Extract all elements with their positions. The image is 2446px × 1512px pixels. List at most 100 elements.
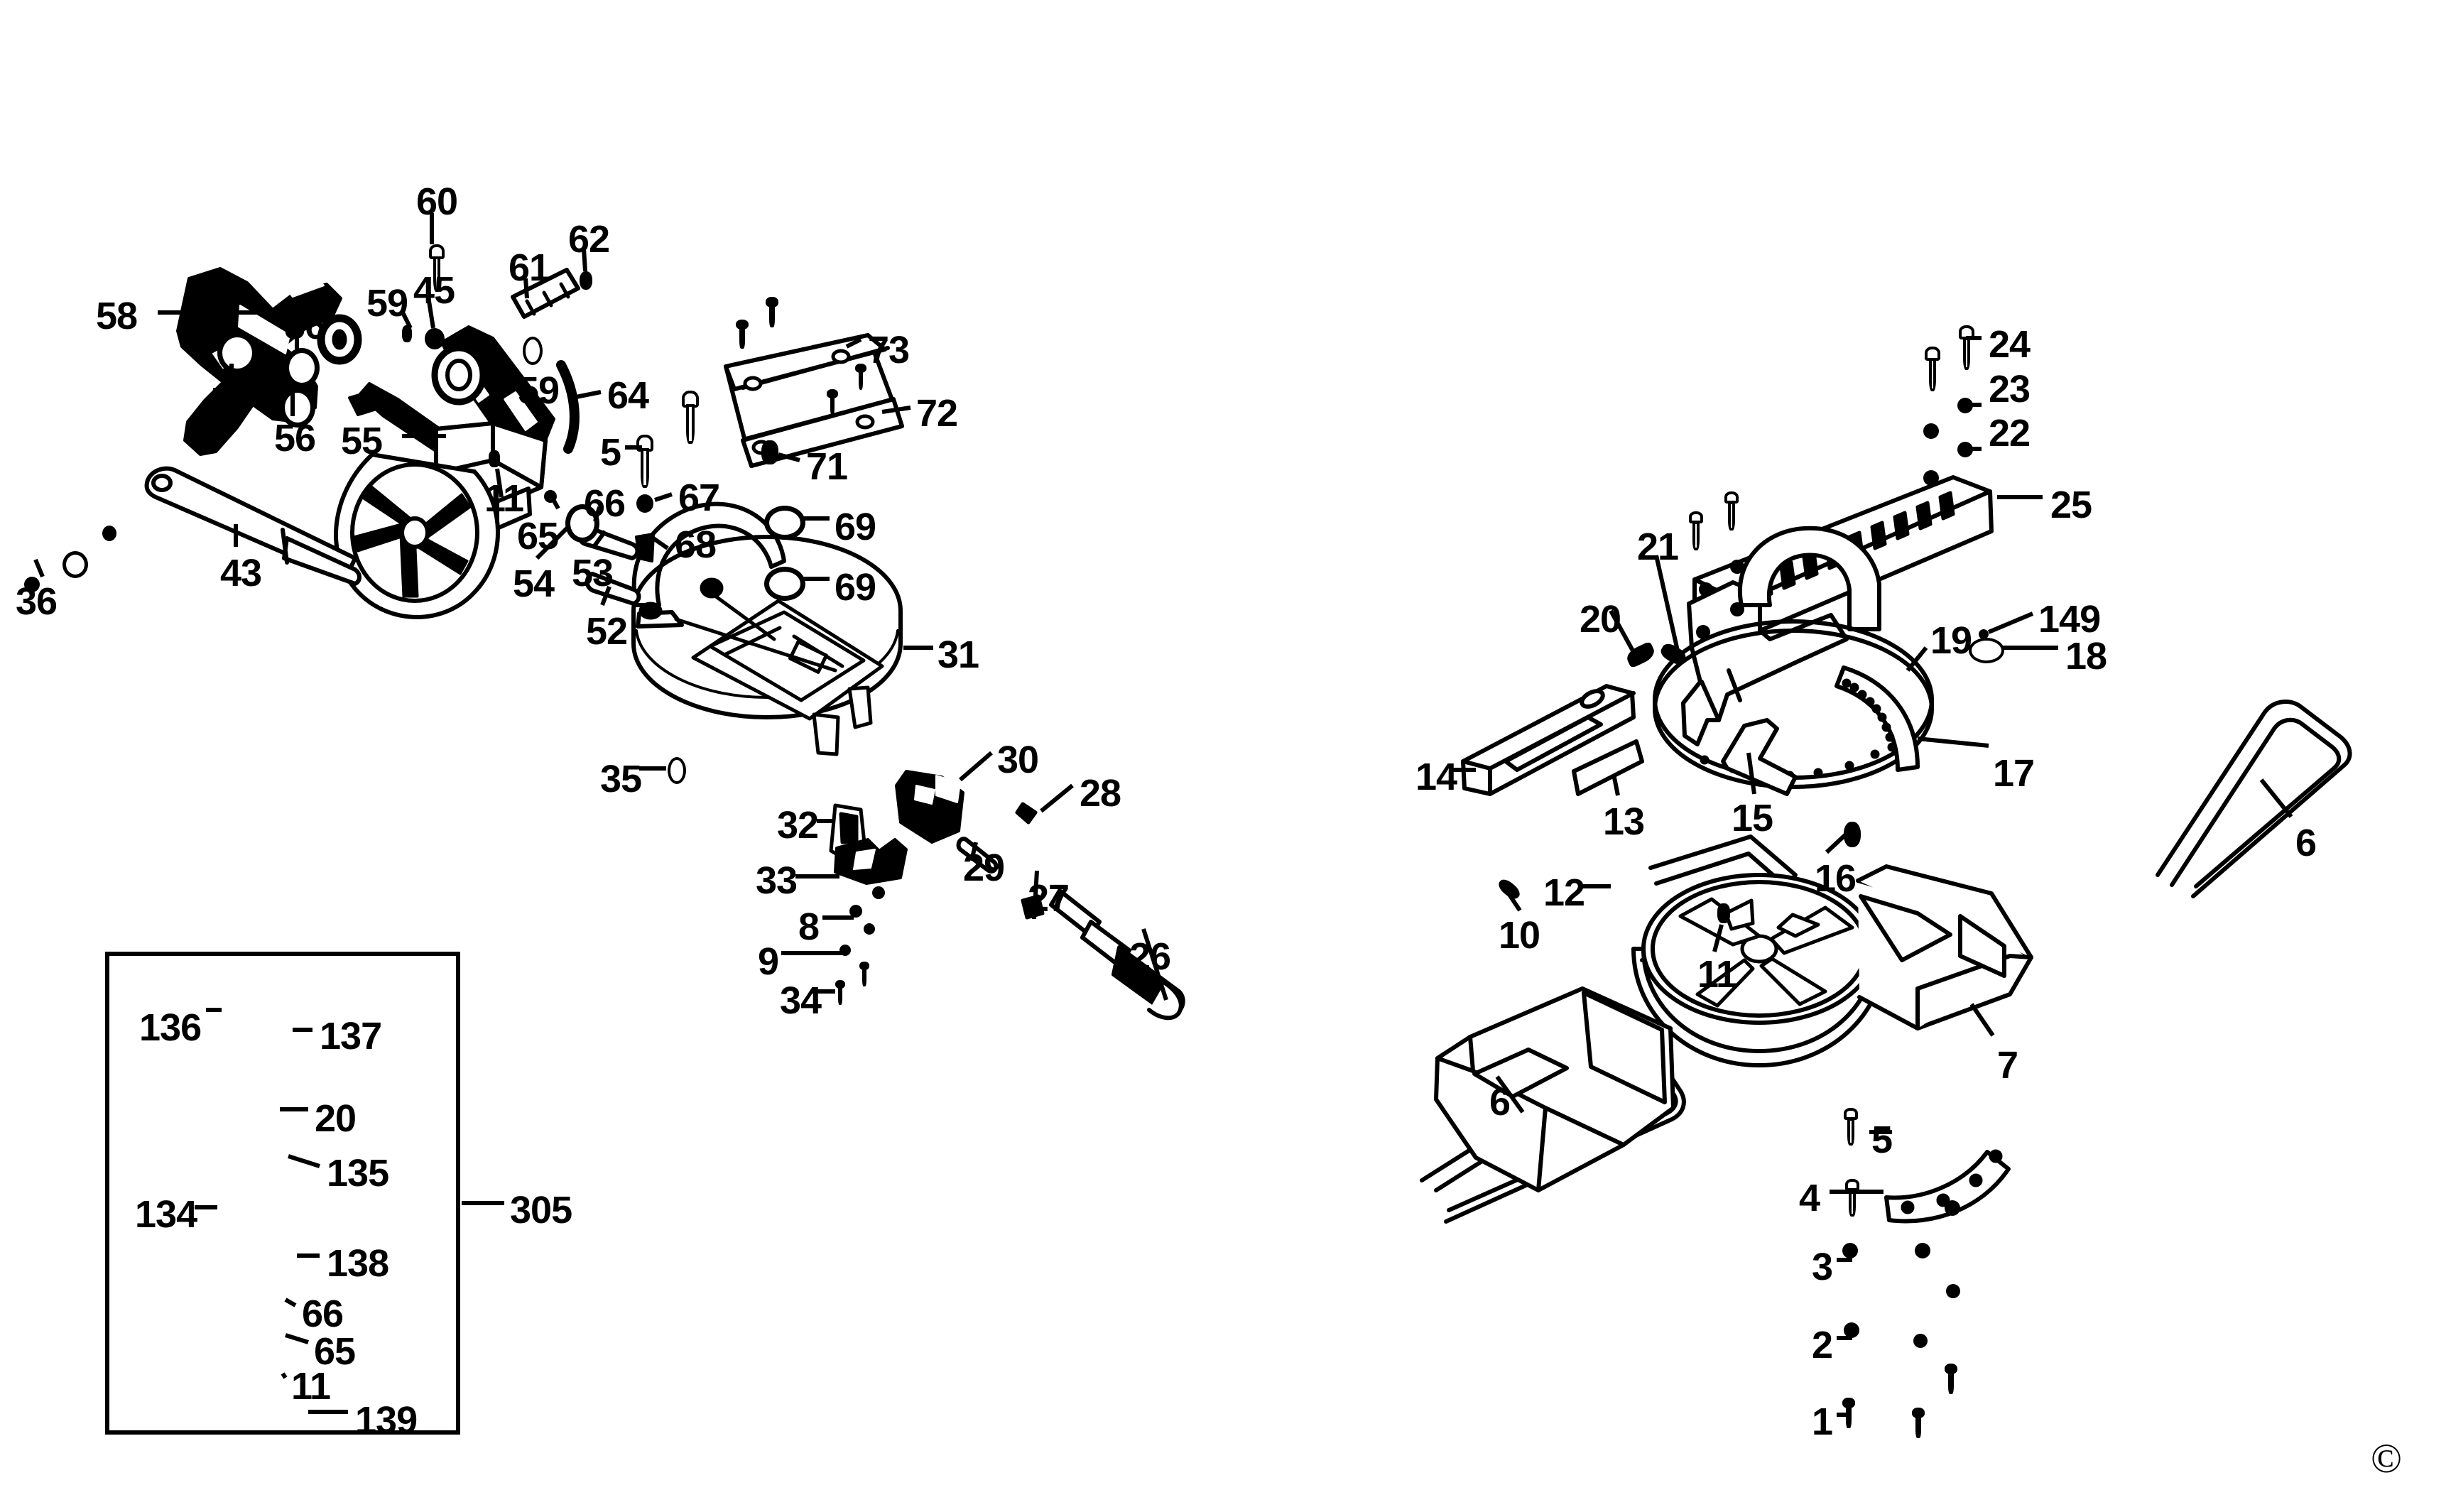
part-22-ball-a (1957, 442, 1973, 457)
callout-66: 66 (584, 482, 626, 525)
callout-58: 58 (96, 295, 138, 337)
part-8-ball-a (849, 905, 862, 918)
part-73-screw-b (766, 297, 778, 327)
part-3-ball-d (1946, 1284, 1960, 1298)
part-73-screw-c (855, 364, 866, 390)
part-55-guard (334, 452, 500, 619)
part-11-pin-b (1717, 903, 1730, 923)
callout-26: 26 (1129, 935, 1171, 978)
callout-20: 20 (315, 1097, 357, 1140)
part-5-bolt-a (636, 435, 653, 489)
part-3-ball-b (1915, 1243, 1930, 1258)
part-8-ball-b (872, 886, 885, 899)
callout-30: 30 (997, 739, 1039, 781)
callout-134: 134 (135, 1193, 197, 1236)
part-10-pin (1496, 876, 1523, 902)
copyright-mark: © (2371, 1435, 2403, 1481)
callout-14: 14 (1415, 756, 1457, 798)
callout-20: 20 (1580, 598, 1621, 641)
part-25-teeth (1711, 491, 1955, 620)
part-21-key (1658, 641, 1689, 668)
part-73-screw-a (736, 320, 749, 349)
callout-65: 65 (314, 1330, 356, 1373)
callout-21: 21 (1637, 526, 1679, 568)
callout-11: 11 (1697, 953, 1737, 996)
part-45-ball (425, 328, 445, 349)
callout-5: 5 (600, 431, 621, 474)
callout-32: 32 (777, 804, 819, 847)
callout-13: 13 (1603, 800, 1645, 843)
part-69-washer-a (764, 506, 805, 540)
part-69-washer-b (764, 567, 805, 601)
part-64-spring (556, 360, 580, 454)
callout-33: 33 (756, 859, 798, 902)
callout-66: 66 (302, 1293, 344, 1335)
part-36-washer (24, 577, 40, 592)
part-56-washer-a (284, 348, 320, 388)
callout-62: 62 (568, 218, 610, 261)
part-62-pin (580, 271, 592, 290)
part-23-ball-b (1923, 423, 1939, 439)
callout-43: 43 (220, 552, 262, 594)
callout-28: 28 (1080, 772, 1121, 815)
part-30-bracket (895, 770, 964, 844)
part-15-rod (1721, 718, 1798, 796)
callout-68: 68 (675, 523, 717, 566)
bolt-unlabeled-a (682, 391, 699, 445)
callout-56: 56 (284, 305, 326, 347)
part-24-bolt-b (1925, 347, 1940, 392)
callout-3: 3 (1812, 1246, 1833, 1288)
part-21-ball-c (1696, 625, 1710, 639)
callout-69: 69 (835, 566, 876, 609)
part-6-wire-b (1420, 1045, 1686, 1224)
part-60-bolt (429, 244, 445, 293)
part-3-ball-a (1842, 1243, 1858, 1258)
callout-59: 59 (518, 369, 560, 412)
part-28-pin (1015, 802, 1038, 825)
part-36-ball (102, 526, 116, 541)
part-56-washer-b (280, 388, 315, 428)
callout-137: 137 (320, 1015, 382, 1057)
part-59-pin-a (402, 325, 412, 342)
part-2-ball-a (1844, 1322, 1859, 1338)
callout-10: 10 (1499, 914, 1540, 957)
part-21-ball-b (1730, 560, 1744, 574)
callout-18: 18 (2065, 635, 2107, 678)
part-11-pin-a (489, 450, 500, 467)
part-1-screw-a (1842, 1398, 1855, 1428)
callout-67: 67 (678, 477, 720, 519)
part-71-nut (761, 440, 778, 464)
part-9-ball-a (839, 945, 851, 956)
callout-19: 19 (1930, 619, 1972, 662)
callout-34: 34 (780, 979, 822, 1022)
callout-17: 17 (1993, 752, 2035, 795)
callout-6: 6 (2295, 822, 2317, 864)
callout-6: 6 (1489, 1081, 1511, 1124)
callout-22: 22 (1989, 412, 2031, 455)
part-16-pin (1844, 822, 1861, 847)
part-59-pin-b (491, 386, 504, 403)
callout-139: 139 (355, 1399, 418, 1442)
callout-35: 35 (600, 758, 642, 800)
callout-56: 56 (274, 417, 316, 459)
part-9-ball-b (864, 923, 875, 935)
part-21-bolt-a (1689, 511, 1703, 551)
part-17-ticks (1842, 678, 1897, 752)
part-19-ring (1653, 619, 1934, 789)
part-34-screw-b (859, 962, 869, 986)
part-57-bushing (217, 332, 257, 374)
callout-53: 53 (572, 552, 614, 594)
callout-138: 138 (327, 1242, 389, 1285)
part-1-screw-c (1945, 1364, 1957, 1394)
part-6-wire-a (2156, 700, 2352, 898)
part-61-washer (523, 337, 543, 365)
callout-5: 5 (1871, 1119, 1893, 1161)
callout-25: 25 (2050, 484, 2092, 526)
part-21-rail (1681, 580, 1849, 746)
callout-72: 72 (916, 392, 958, 435)
callout-15: 15 (1732, 797, 1773, 839)
callout-4: 4 (1799, 1177, 1820, 1219)
callout-69: 69 (835, 506, 876, 548)
part-55-blade (352, 484, 472, 598)
